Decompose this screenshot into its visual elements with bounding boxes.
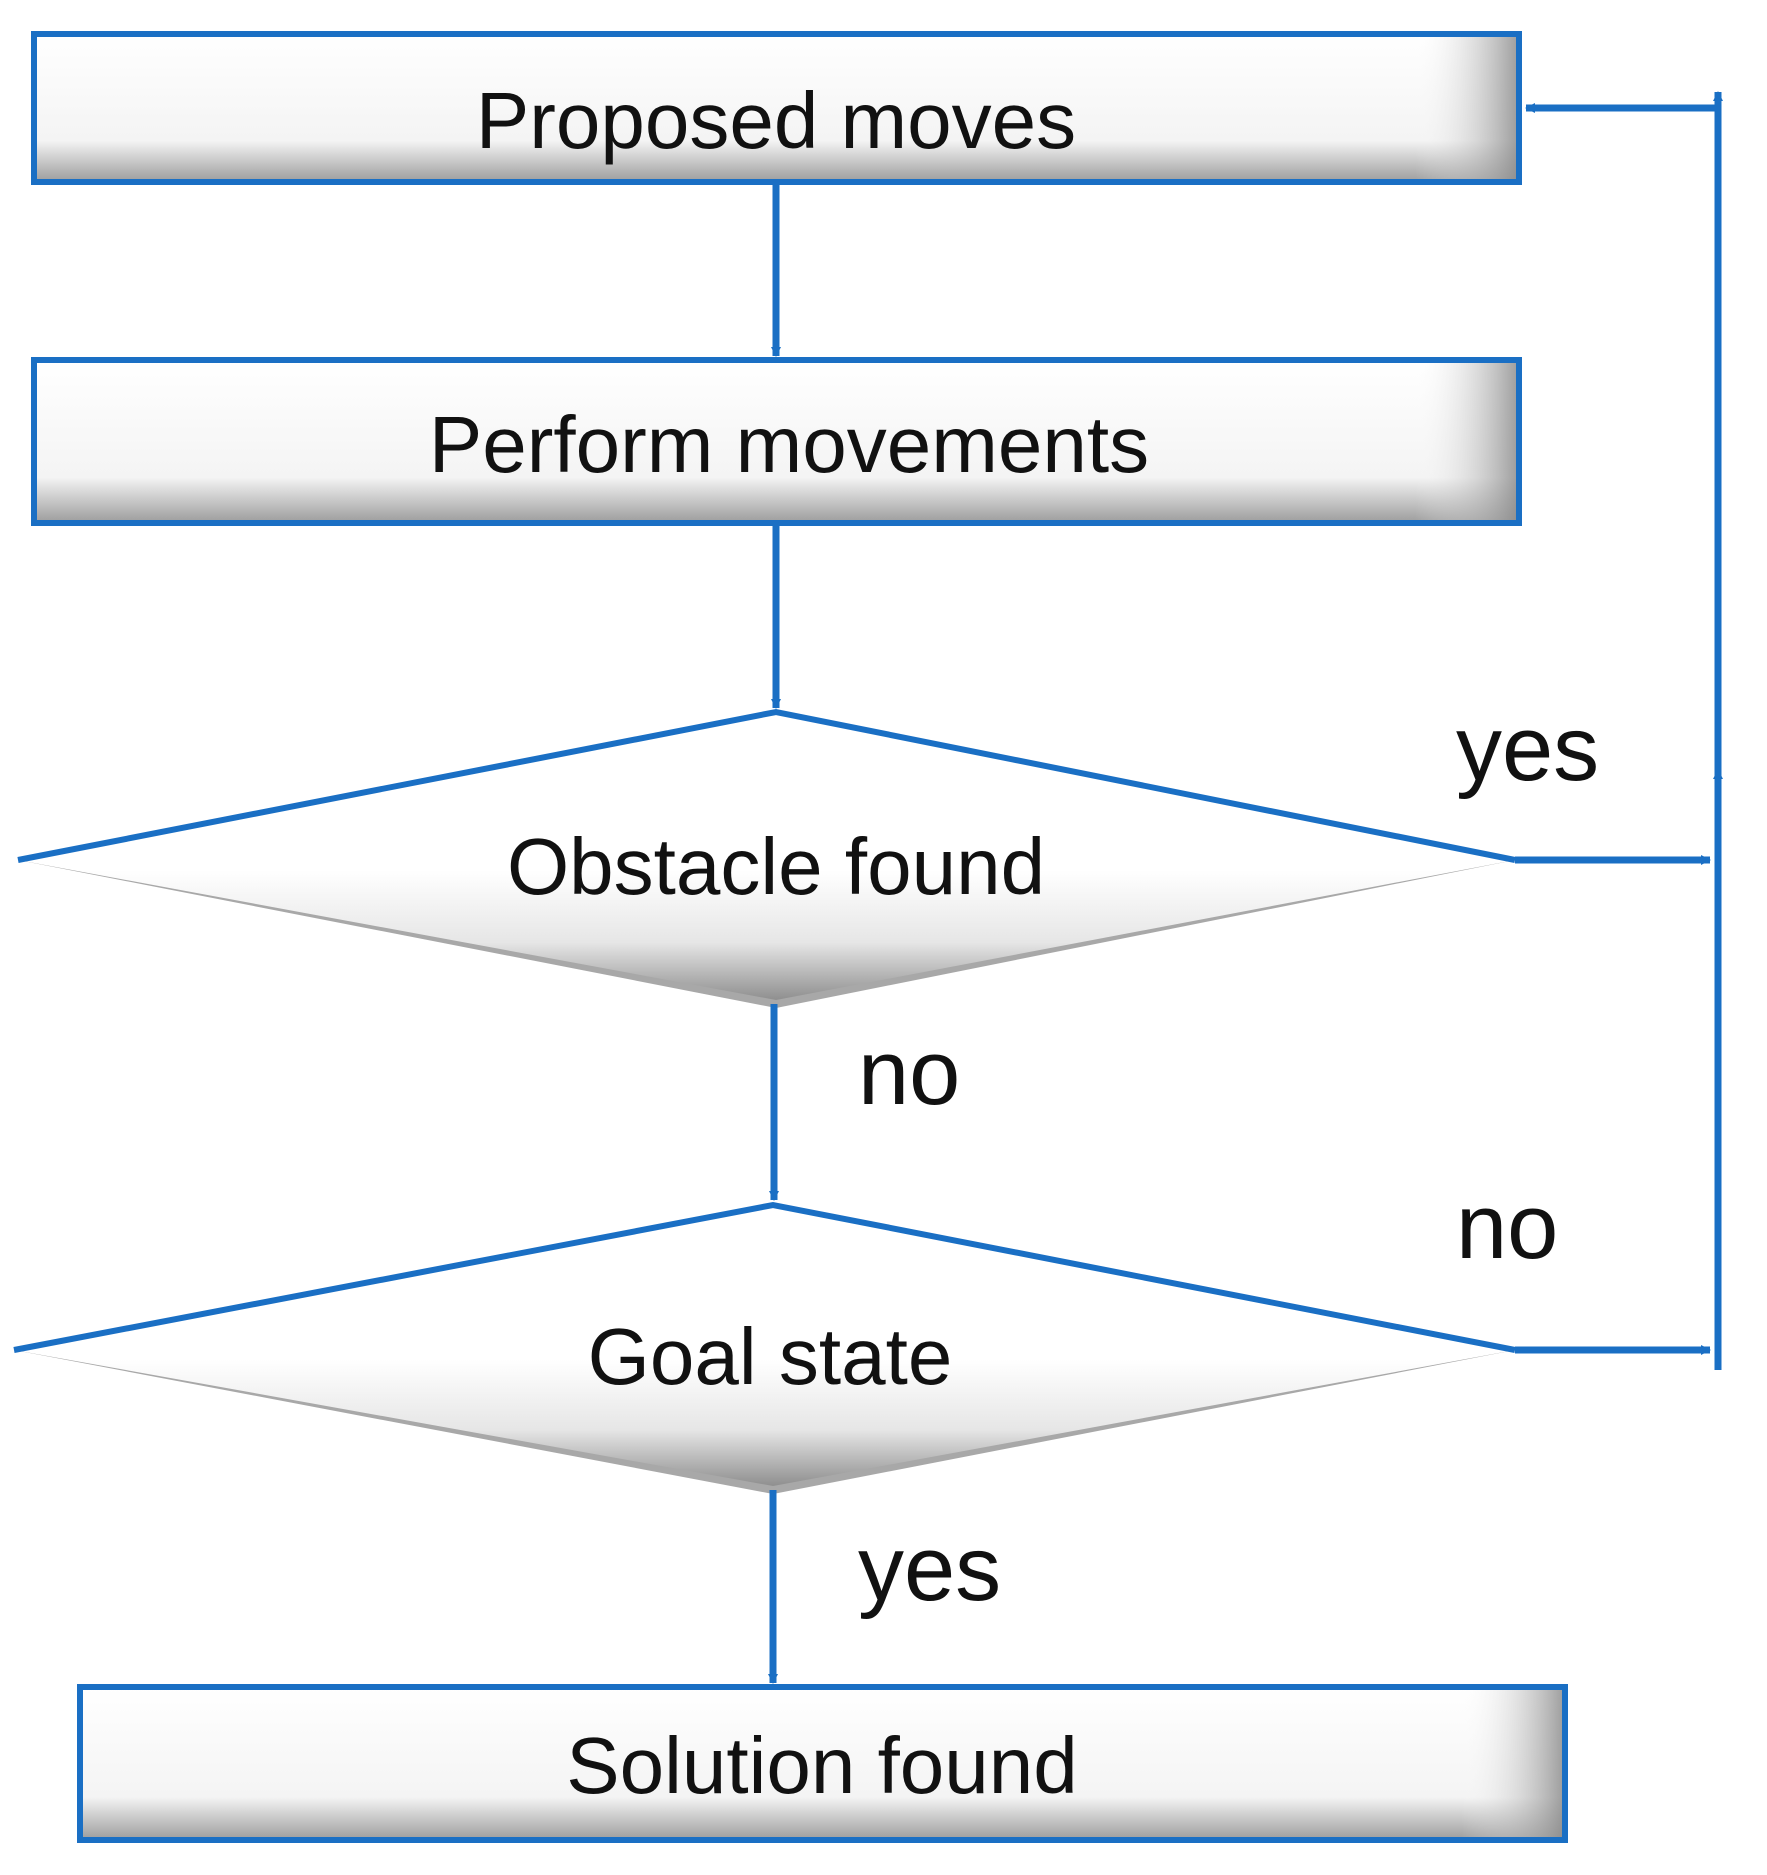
connectors (768, 91, 1723, 1684)
node-perform-movements: Perform movements (31, 357, 1522, 526)
node-solution-found: Solution found (77, 1684, 1568, 1843)
node-obstacle-found-label: Obstacle found (507, 822, 1045, 911)
edge-label-obstacle-no: no (858, 1022, 960, 1124)
node-proposed-moves-label: Proposed moves (476, 76, 1076, 165)
edge-label-obstacle-yes: yes (1456, 698, 1599, 800)
node-goal-state-label: Goal state (588, 1312, 953, 1401)
edge-label-goal-yes: yes (858, 1518, 1001, 1620)
edge-label-goal-no: no (1456, 1176, 1558, 1278)
node-solution-found-label: Solution found (566, 1721, 1078, 1810)
node-obstacle-found: Obstacle found (17, 708, 1516, 1008)
node-proposed-moves: Proposed moves (31, 31, 1522, 185)
node-goal-state: Goal state (13, 1201, 1516, 1494)
node-perform-movements-label: Perform movements (429, 400, 1149, 489)
